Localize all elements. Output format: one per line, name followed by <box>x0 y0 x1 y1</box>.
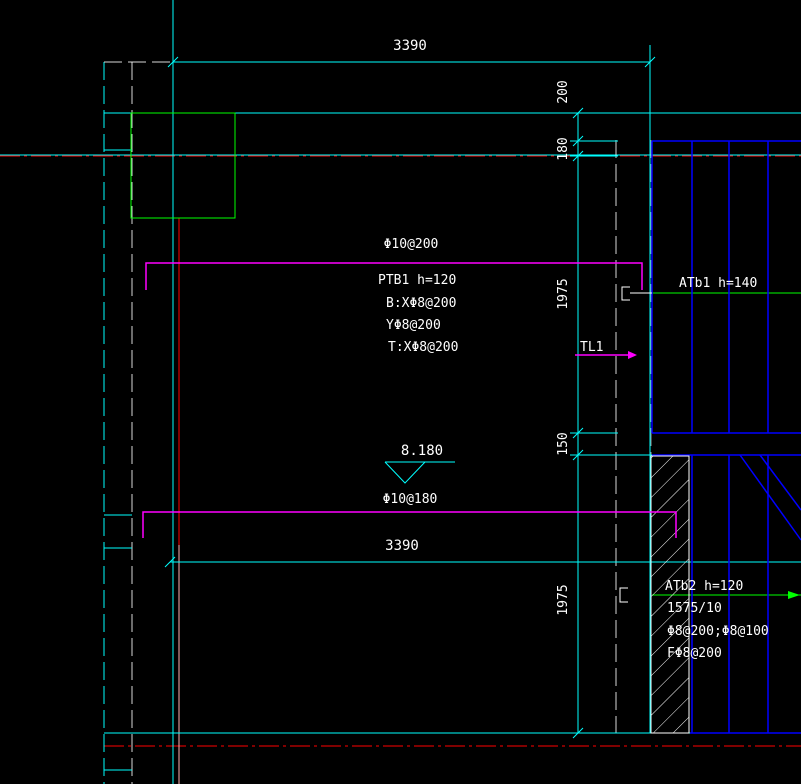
stair-upper-label: ATb1 h=140 <box>679 276 757 291</box>
stair-lower-steps: 1575/10 <box>667 601 722 616</box>
stair-direction-arrow <box>788 591 800 599</box>
upper-slab-bottom-y: YΦ8@200 <box>386 318 441 333</box>
stair-lower-dist: FΦ8@200 <box>667 646 722 661</box>
stair-run <box>651 140 801 734</box>
tl1-pointer <box>575 351 637 359</box>
dimension-mid-width: 3390 <box>385 538 419 554</box>
stair-lower-rebar: Φ8@200;Φ8@100 <box>667 624 769 639</box>
rebar-lower <box>142 511 677 538</box>
dimension-180: 180 <box>556 137 571 160</box>
upper-slab-bottom-x: B:XΦ8@200 <box>386 296 456 311</box>
dimension-top-width: 3390 <box>393 38 427 54</box>
dimension-150: 150 <box>556 432 571 455</box>
stair-lower-name: ATb2 h=120 <box>665 579 743 594</box>
column-outline <box>130 112 236 219</box>
upper-slab-top-x: T:XΦ8@200 <box>388 340 458 355</box>
stair-leaders <box>619 286 652 603</box>
rebar-upper <box>145 262 643 290</box>
vertical-dimension-chain <box>570 107 618 739</box>
upper-slab-top-rebar: Φ10@200 <box>384 237 439 252</box>
mid-dimension-line <box>164 556 650 568</box>
beam-label-tl1: TL1 <box>580 340 603 355</box>
level-mark-value: 8.180 <box>401 443 443 459</box>
dimension-200: 200 <box>556 80 571 103</box>
dimension-1975-upper: 1975 <box>556 278 571 309</box>
top-dimension-line <box>167 56 656 68</box>
upper-slab-name: PTB1 h=120 <box>378 273 456 288</box>
level-symbol <box>384 461 455 484</box>
lower-rebar-label: Φ10@180 <box>383 492 438 507</box>
dimension-1975-lower: 1975 <box>556 584 571 615</box>
hatched-wall-section <box>650 455 690 734</box>
